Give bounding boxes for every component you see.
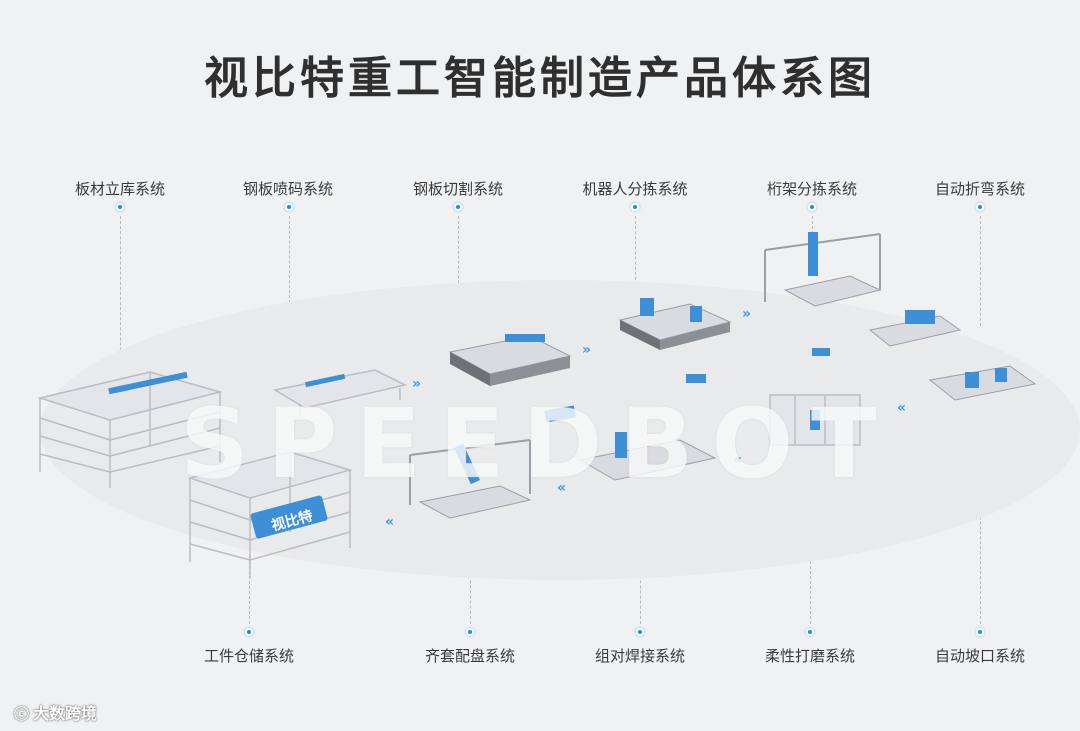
marker-dot-icon: [114, 201, 126, 213]
rack-crane: [108, 371, 188, 395]
connector-line: [458, 216, 459, 338]
robot-sorting-cell: [618, 298, 732, 350]
marker-dot-icon: [452, 201, 464, 213]
marker-dot-icon: [634, 626, 646, 638]
connector-line: [249, 556, 250, 624]
marker-dot-icon: [974, 626, 986, 638]
agv-cart: [812, 348, 830, 356]
marker-dot-icon: [804, 626, 816, 638]
flow-arrow-icon: «: [557, 480, 567, 496]
label-auto-beveling: 自动坡口系统: [934, 647, 1025, 665]
label-workpiece-storage: 工件仓储系统: [203, 647, 294, 665]
speedbot-watermark: SPEEDBOT: [180, 388, 895, 500]
label-auto-bending: 自动折弯系统: [934, 180, 1025, 198]
label-plate-marking: 钢板喷码系统: [242, 180, 333, 198]
marker-dot-icon: [974, 201, 986, 213]
label-flexible-grinding: 柔性打磨系统: [764, 647, 855, 665]
label-plate-warehouse: 板材立库系统: [74, 180, 165, 198]
marker-dot-icon: [629, 201, 641, 213]
brand-badge: [250, 495, 328, 539]
flow-arrow-icon: «: [733, 452, 743, 468]
connector-line: [289, 216, 290, 382]
plate-warehouse-rack: [37, 371, 223, 488]
marker-dot-icon: [806, 201, 818, 213]
label-kitting: 齐套配盘系统: [424, 647, 515, 665]
flow-arrow-icon: »: [412, 376, 422, 392]
cutting-machine: [448, 334, 572, 386]
kitting-gantry: [409, 439, 531, 505]
connector-line: [980, 216, 981, 326]
flow-arrow-icon: »: [582, 342, 592, 358]
label-plate-cutting: 钢板切割系统: [412, 180, 503, 198]
label-truss-sorting: 桁架分拣系统: [766, 180, 857, 198]
marker-dot-icon: [243, 626, 255, 638]
marker-dot-icon: [464, 626, 476, 638]
connector-line: [635, 216, 636, 300]
flow-arrow-icon: »: [742, 306, 752, 322]
beveling-cell: [928, 365, 1037, 401]
page-title: 视比特重工智能制造产品体系图: [204, 53, 876, 104]
label-robot-sorting: 机器人分拣系统: [582, 180, 688, 198]
flow-arrow-icon: «: [897, 400, 907, 416]
label-assembly-welding: 组对焊接系统: [594, 647, 685, 665]
marker-dot-icon: [283, 201, 295, 213]
connector-line: [120, 216, 121, 386]
bending-cell: [868, 310, 962, 347]
dashuju-logo-icon: ⓒ: [14, 705, 30, 723]
welding-line: [578, 432, 717, 481]
agv-cart: [544, 405, 576, 423]
flow-arrow-icon: «: [385, 514, 395, 530]
agv-cart: [686, 374, 706, 383]
footer-text: 大数跨境: [33, 704, 98, 723]
truss-gantry: [764, 233, 881, 302]
